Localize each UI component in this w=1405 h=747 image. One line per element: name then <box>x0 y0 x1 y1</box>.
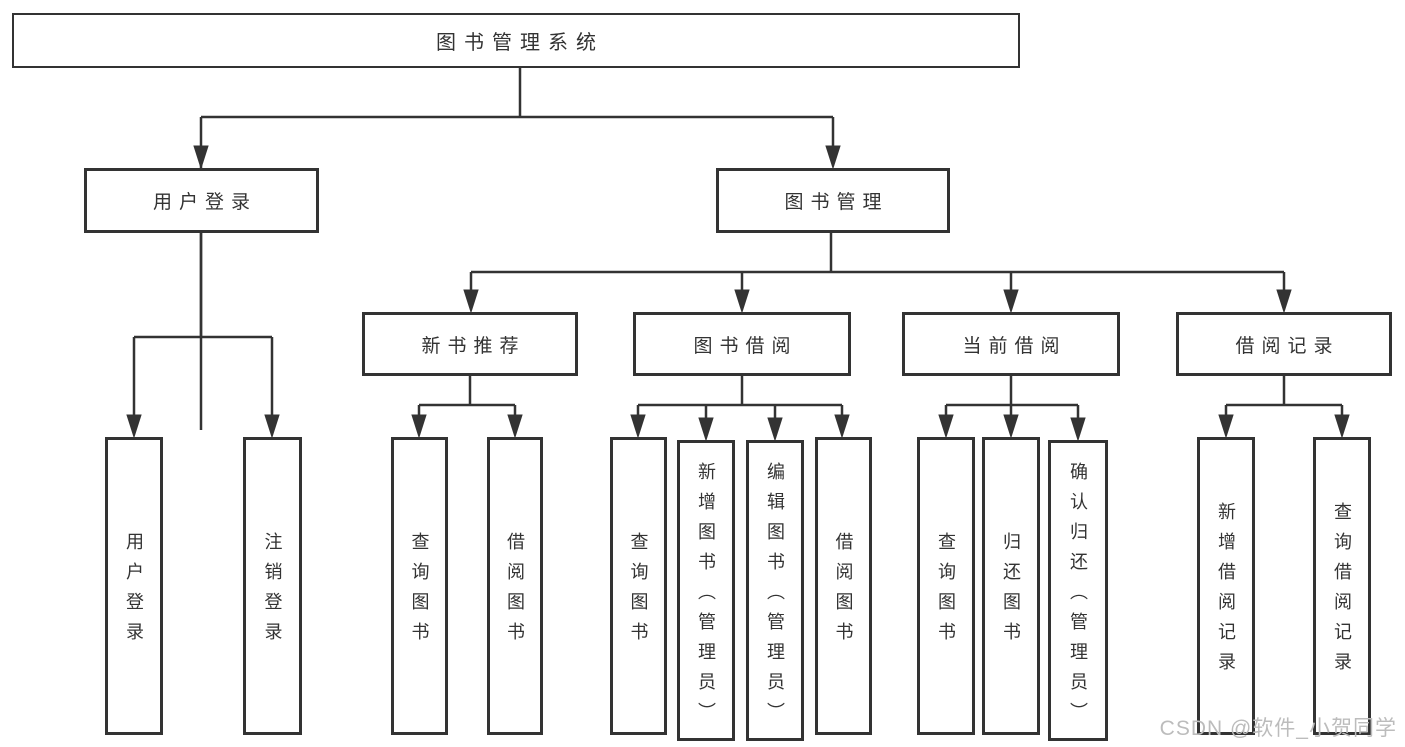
node-borrowing-records: 借阅记录 <box>1176 312 1392 376</box>
leaf-label: 归还图书 <box>1001 532 1021 652</box>
csdn-watermark: CSDN @软件_小贺同学 <box>1159 717 1397 740</box>
leaf-label: 编辑图书（管理员） <box>765 461 785 732</box>
leaf-query-books-recommend: 查询图书 <box>391 437 448 735</box>
node-current-borrowing: 当前借阅 <box>902 312 1120 376</box>
leaf-borrow-books-borrowing: 借阅图书 <box>815 437 872 735</box>
leaf-return-books: 归还图书 <box>982 437 1040 735</box>
leaf-label: 借阅图书 <box>505 532 525 652</box>
leaf-add-books-admin: 新增图书（管理员） <box>677 440 735 741</box>
node-book-management: 图书管理 <box>716 168 950 233</box>
leaf-label: 新增图书（管理员） <box>696 461 716 732</box>
leaf-label: 用户登录 <box>124 532 144 652</box>
node-label: 用户登录 <box>152 192 257 213</box>
leaf-query-books-borrowing: 查询图书 <box>610 437 667 735</box>
node-book-borrowing: 图书借阅 <box>633 312 851 376</box>
leaf-label: 查询借阅记录 <box>1332 502 1352 682</box>
leaf-edit-books-admin: 编辑图书（管理员） <box>746 440 804 741</box>
leaf-query-borrow-record: 查询借阅记录 <box>1313 437 1371 735</box>
leaf-query-books-current: 查询图书 <box>917 437 975 735</box>
leaf-label: 新增借阅记录 <box>1216 502 1236 682</box>
leaf-add-borrow-record: 新增借阅记录 <box>1197 437 1255 735</box>
node-library-management-system: 图书管理系统 <box>12 13 1020 68</box>
leaf-label: 借阅图书 <box>833 532 854 652</box>
leaf-label: 注销登录 <box>262 532 283 652</box>
leaf-user-login: 用户登录 <box>105 437 163 735</box>
node-label: 借阅记录 <box>1235 335 1340 357</box>
leaf-label: 查询图书 <box>409 532 430 652</box>
leaf-logout: 注销登录 <box>243 437 302 735</box>
leaf-borrow-books-recommend: 借阅图书 <box>487 437 543 735</box>
node-label: 当前借阅 <box>962 335 1067 357</box>
node-label: 图书借阅 <box>693 335 798 357</box>
leaf-label: 确认归还（管理员） <box>1068 461 1088 732</box>
node-label: 新书推荐 <box>421 335 526 357</box>
node-label: 图书管理系统 <box>436 32 604 54</box>
leaf-label: 查询图书 <box>628 532 649 652</box>
leaf-label: 查询图书 <box>936 532 956 652</box>
node-new-book-recommendation: 新书推荐 <box>362 312 578 376</box>
leaf-confirm-return-admin: 确认归还（管理员） <box>1048 440 1108 741</box>
node-label: 图书管理 <box>784 192 889 213</box>
node-user-login: 用户登录 <box>84 168 319 233</box>
